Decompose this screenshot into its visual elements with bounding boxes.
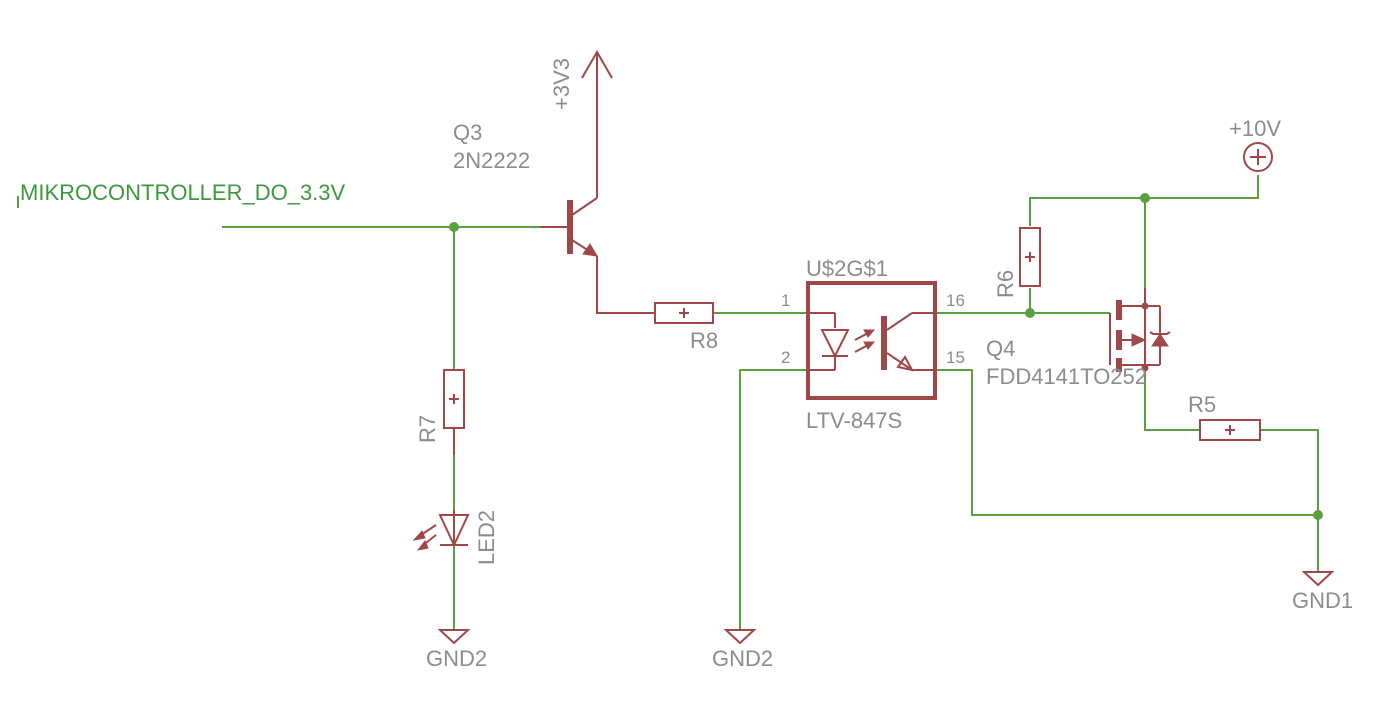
optocoupler-u2 (806, 281, 937, 400)
wire-drain-r5 (1144, 368, 1200, 431)
part-label-r7: R7 (415, 415, 440, 443)
net-label-gnd2-mid: GND2 (712, 646, 773, 671)
net-label-gnd1: GND1 (1292, 588, 1353, 613)
resistor-r8 (625, 302, 714, 324)
part-label-q4-value: FDD4141TO252 (986, 364, 1147, 389)
pin-label-2: 2 (781, 348, 790, 367)
wire-pin2-gnd (739, 369, 808, 630)
supply-10v-symbol (1243, 142, 1273, 172)
pin-label-15: 15 (946, 348, 965, 367)
pin-label-1: 1 (781, 291, 790, 310)
led-led2 (412, 510, 470, 551)
junction-input (449, 222, 459, 232)
ground-gnd2-left-symbol (437, 629, 471, 645)
net-label-10v: +10V (1229, 116, 1281, 141)
part-label-u2-value: LTV-847S (806, 408, 902, 433)
ground-gnd1-symbol (1301, 571, 1335, 587)
part-label-u2-name: U$2G$1 (806, 256, 888, 281)
ground-gnd2-mid-symbol (723, 629, 757, 645)
resistor-r6 (1019, 227, 1041, 287)
net-label-input: MIKROCONTROLLER_DO_3.3V (20, 180, 346, 205)
pin-label-16: 16 (946, 291, 965, 310)
part-label-q3-value: 2N2222 (453, 148, 530, 173)
transistor-q3 (540, 49, 655, 314)
net-label-3v3: +3V3 (549, 58, 574, 110)
mosfet-q4 (1109, 288, 1171, 372)
wire-r5-gnd1 (1260, 429, 1319, 572)
resistor-r5 (1199, 419, 1261, 441)
part-label-q4-name: Q4 (986, 336, 1015, 361)
net-label-gnd2-left: GND2 (426, 646, 487, 671)
part-label-r5: R5 (1188, 392, 1216, 417)
part-label-led2: LED2 (474, 510, 499, 565)
junction-gate (1025, 308, 1035, 318)
part-label-r6: R6 (993, 270, 1018, 298)
junction-gnd1 (1313, 510, 1323, 520)
part-label-r8: R8 (690, 328, 718, 353)
resistor-r7 (443, 369, 465, 455)
junctions (449, 193, 1323, 520)
part-label-q3-name: Q3 (453, 120, 482, 145)
wires (17, 175, 1319, 630)
wire-pin15-gnd1 (935, 369, 1318, 516)
junction-rail (1140, 193, 1150, 203)
